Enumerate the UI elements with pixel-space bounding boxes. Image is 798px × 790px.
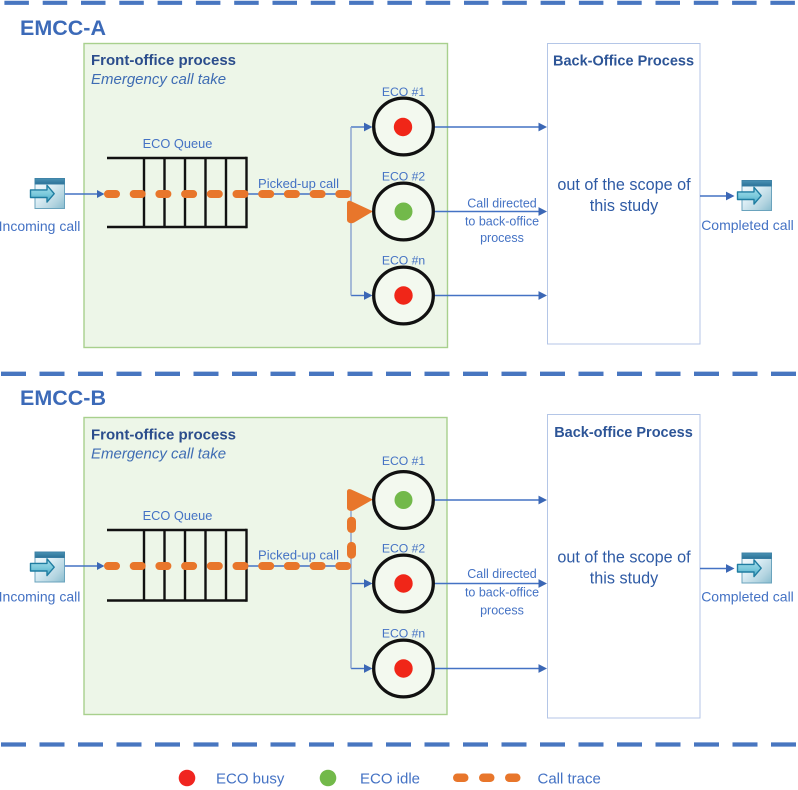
svg-text:EMCC-B: EMCC-B [20, 386, 106, 410]
svg-text:Call directed: Call directed [467, 567, 537, 581]
svg-text:Front-office process: Front-office process [91, 52, 236, 69]
svg-text:ECO Queue: ECO Queue [143, 508, 213, 523]
svg-text:process: process [480, 231, 524, 245]
svg-text:Back-Office Process: Back-Office Process [553, 54, 694, 70]
svg-text:this study: this study [590, 197, 659, 215]
svg-text:out of the scope of: out of the scope of [557, 176, 691, 194]
svg-text:ECO Queue: ECO Queue [143, 136, 213, 151]
svg-text:Picked-up call: Picked-up call [258, 548, 339, 563]
svg-text:Call trace: Call trace [538, 771, 601, 788]
svg-text:ECO busy: ECO busy [216, 771, 285, 788]
svg-text:ECO #n: ECO #n [382, 254, 425, 268]
svg-text:ECO #2: ECO #2 [382, 542, 426, 556]
svg-text:Picked-up call: Picked-up call [258, 176, 339, 191]
svg-text:Call directed: Call directed [467, 197, 537, 211]
svg-text:out of the scope of: out of the scope of [557, 549, 691, 567]
svg-text:ECO #n: ECO #n [382, 627, 425, 641]
svg-text:to back-office: to back-office [465, 586, 539, 600]
svg-text:Incoming call: Incoming call [0, 589, 80, 605]
svg-text:EMCC-A: EMCC-A [20, 16, 106, 40]
svg-text:Completed call: Completed call [701, 589, 794, 605]
svg-text:to back-office: to back-office [465, 215, 539, 229]
svg-text:Emergency call take: Emergency call take [91, 71, 226, 88]
svg-text:Front-office process: Front-office process [91, 427, 236, 444]
svg-text:ECO #2: ECO #2 [382, 170, 426, 184]
svg-text:Back-office Process: Back-office Process [554, 425, 693, 441]
svg-text:Completed call: Completed call [701, 217, 794, 233]
svg-text:this study: this study [590, 570, 659, 588]
svg-text:Incoming call: Incoming call [0, 218, 80, 234]
svg-text:ECO #1: ECO #1 [382, 454, 426, 468]
svg-text:process: process [480, 604, 524, 618]
svg-text:Emergency call take: Emergency call take [91, 446, 226, 463]
svg-text:ECO idle: ECO idle [360, 771, 420, 788]
svg-text:ECO #1: ECO #1 [382, 85, 426, 99]
